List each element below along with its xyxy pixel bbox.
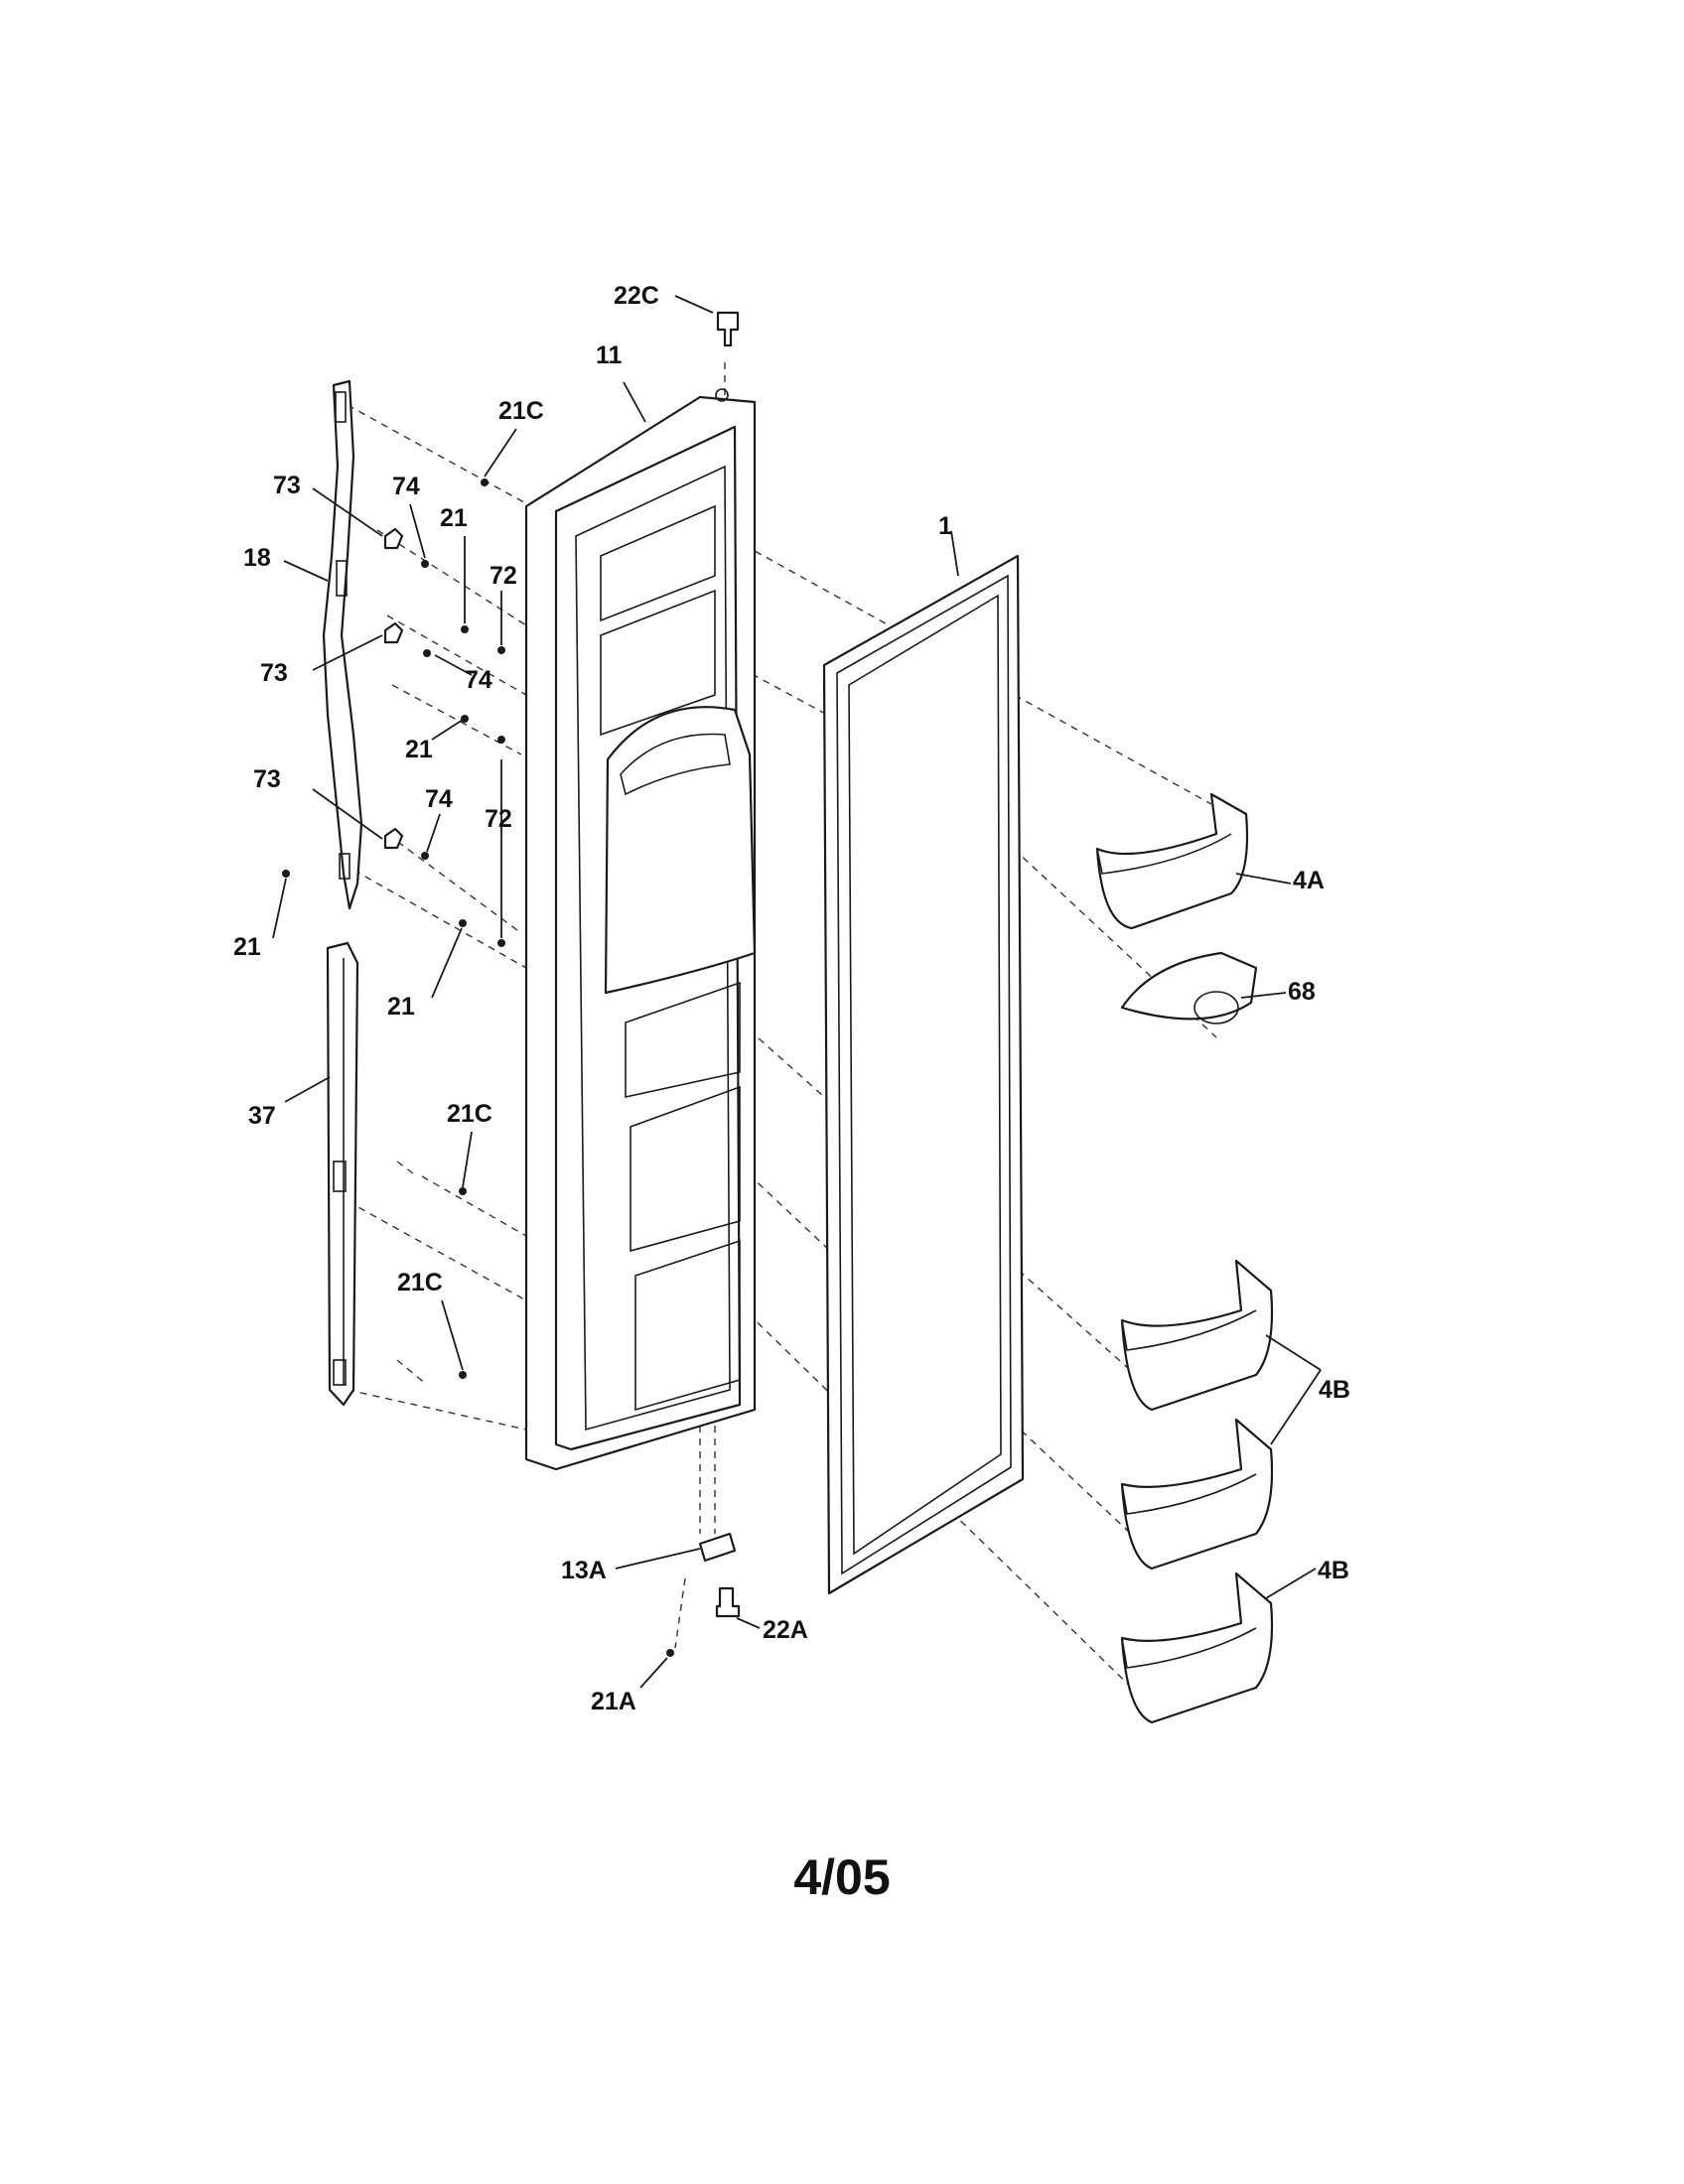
door-gasket-part-1 [822,554,1025,1595]
leader-lines [272,295,1322,1689]
callout-72-a: 72 [490,562,517,590]
callout-74-b: 74 [465,666,492,694]
screws [282,478,674,1657]
callout-18: 18 [243,544,271,572]
callout-21C-top: 21C [498,397,544,425]
door-bin-part-4B-middle [1120,1418,1274,1570]
door-bin-part-4B-upper [1120,1259,1274,1412]
callout-21C-mid: 21C [447,1100,492,1128]
ice-bin-part-68 [1120,951,1258,1024]
callout-4B-a: 4B [1319,1376,1350,1404]
callout-21-a: 21 [440,504,468,532]
callout-37: 37 [248,1102,276,1130]
callout-74-c: 74 [425,785,453,813]
callout-73-b: 73 [260,659,288,687]
callout-4A: 4A [1293,867,1325,894]
callout-74-a: 74 [392,473,420,500]
door-bin-part-4A [1095,792,1249,930]
hinge-strap-part-18 [322,379,363,910]
callout-labels: 22C 11 21C 73 74 21 72 18 1 73 74 21 73 … [233,282,1350,1715]
callout-4B-b: 4B [1318,1557,1349,1584]
door-bin-part-4B-lower [1120,1571,1274,1724]
bottom-hinge-part-13A [698,1532,737,1563]
callout-68: 68 [1288,978,1316,1006]
callout-21-b: 21 [405,736,433,763]
callout-73-c: 73 [253,765,281,793]
callout-22A: 22A [763,1616,808,1644]
callout-1: 1 [938,512,952,540]
assembly-dashed-lines [342,362,1217,1704]
revision-date: 4/05 [793,1849,891,1905]
callout-21A: 21A [591,1688,636,1715]
door-liner-part-11 [524,388,757,1471]
callout-73-a: 73 [273,472,301,499]
callout-21-c: 21 [233,933,261,961]
hinge-pin-part-22C [716,311,740,347]
trim-strip-part-37 [326,941,359,1407]
callout-11: 11 [596,341,623,369]
callout-21C-low: 21C [397,1269,443,1297]
hinge-pin-part-22A [715,1586,741,1618]
callout-22C: 22C [614,282,659,310]
callout-21-d: 21 [387,993,415,1021]
callout-13A: 13A [561,1557,607,1584]
callout-72-b: 72 [485,805,512,833]
spacers-part-73 [383,527,404,850]
